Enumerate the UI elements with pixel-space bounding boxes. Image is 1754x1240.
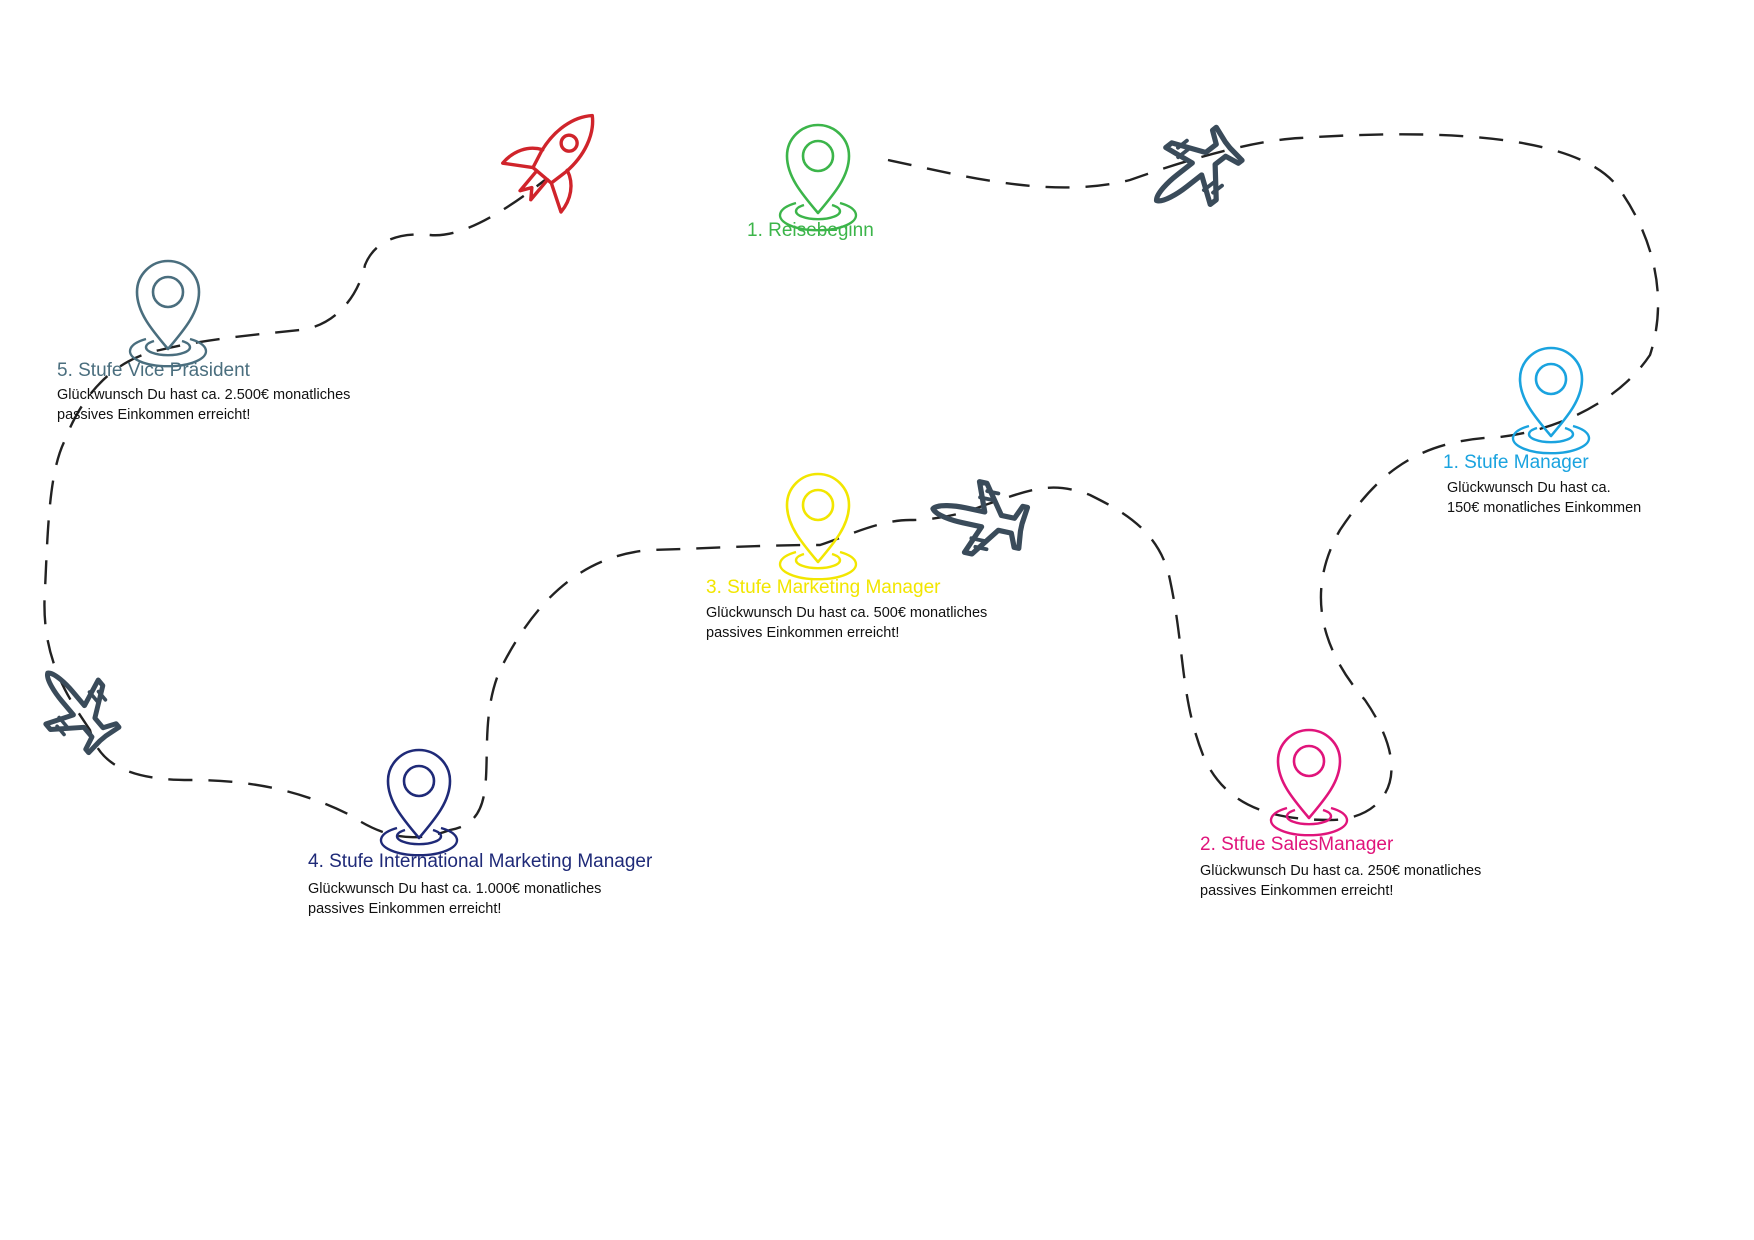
stage-title-start: 1. Reisebeginn [747, 220, 874, 241]
stage-desc-international: Glückwunsch Du hast ca. 1.000€ monatlich… [308, 879, 601, 919]
pin-vice-icon [128, 259, 208, 368]
stage-title-international: 4. Stufe International Marketing Manager [308, 851, 653, 872]
pin-marketing-icon [778, 472, 858, 581]
pin-international-icon [379, 748, 459, 857]
stage-desc-vice: Glückwunsch Du hast ca. 2.500€ monatlich… [57, 385, 350, 425]
pin-start-icon [778, 123, 858, 232]
stage-title-marketing: 3. Stufe Marketing Manager [706, 577, 941, 598]
stage-desc-line: Glückwunsch Du hast ca. [1447, 480, 1611, 496]
stage-title-sales: 2. Stfue SalesManager [1200, 834, 1394, 855]
stage-desc-line: passives Einkommen erreicht! [308, 901, 502, 917]
stage-title-manager: 1. Stufe Manager [1443, 452, 1589, 473]
stage-desc-marketing: Glückwunsch Du hast ca. 500€ monatliches… [706, 603, 987, 643]
stage-desc-line: Glückwunsch Du hast ca. 1.000€ monatlich… [308, 881, 602, 897]
stage-desc-line: passives Einkommen erreicht! [1200, 883, 1394, 899]
stage-title-vice: 5. Stufe Vice Präsident [57, 360, 250, 381]
stage-desc-line: passives Einkommen erreicht! [57, 407, 251, 423]
stage-desc-manager: Glückwunsch Du hast ca. 150€ monatliches… [1447, 478, 1641, 518]
stage-desc-line: Glückwunsch Du hast ca. 250€ monatliches [1200, 863, 1482, 879]
stage-desc-sales: Glückwunsch Du hast ca. 250€ monatliches… [1200, 861, 1481, 901]
airplane-icon [22, 651, 131, 762]
stage-desc-line: passives Einkommen erreicht! [706, 625, 900, 641]
rocket-icon [501, 113, 595, 214]
pin-manager-icon [1511, 346, 1591, 455]
airplane-icon [1134, 115, 1251, 229]
stage-desc-line: Glückwunsch Du hast ca. 2.500€ monatlich… [57, 387, 351, 403]
stage-desc-line: 150€ monatliches Einkommen [1447, 500, 1642, 516]
stage-desc-line: Glückwunsch Du hast ca. 500€ monatliches [706, 605, 988, 621]
airplane-icon [925, 473, 1030, 563]
